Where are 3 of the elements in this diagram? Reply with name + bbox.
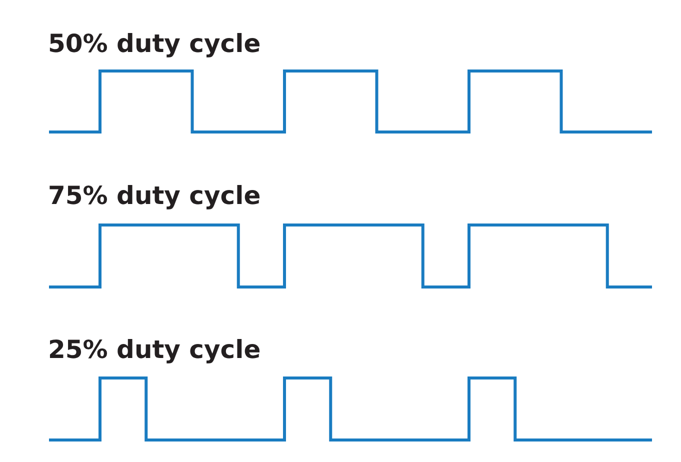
waveform-title: 25% duty cycle [48, 337, 261, 362]
waveform-title: 50% duty cycle [48, 31, 261, 56]
waveform-title: 75% duty cycle [48, 183, 261, 208]
